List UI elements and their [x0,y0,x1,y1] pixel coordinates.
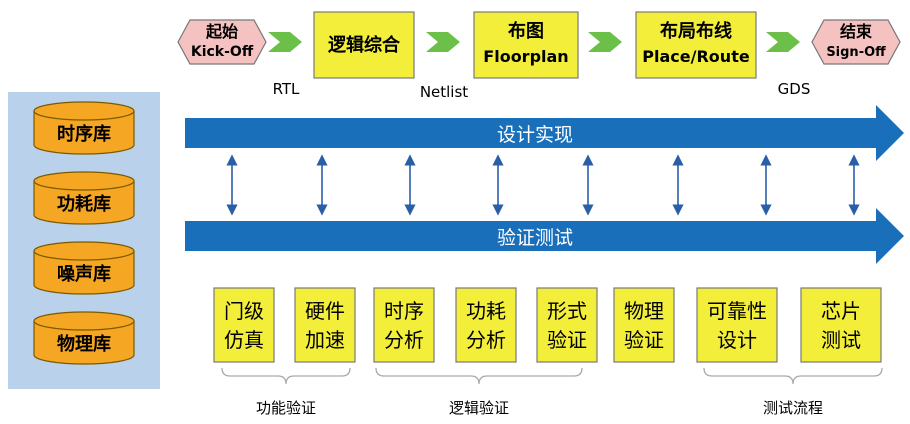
step-label-line2: 分析 [466,328,506,352]
bracket-functional [221,367,351,385]
start-label-cn: 起始 [205,22,238,41]
place-route-box: 布局布线 Place/Route [635,11,757,79]
floorplan-label-cn: 布图 [508,20,544,42]
flow-chevron [268,32,302,52]
verification-label: 验证测试 [497,227,573,249]
step-label-line1: 形式 [547,299,587,323]
library-cylinder: 功耗库 [33,171,135,225]
step-label-line2: 加速 [305,328,345,352]
floorplan-box: 布图 Floorplan [473,11,579,79]
library-label: 噪声库 [57,263,111,285]
end-node: 结束 Sign-Off [811,19,901,65]
step-label-line1: 门级 [224,299,264,323]
step-label-line1: 物理 [624,299,664,323]
library-label: 时序库 [57,123,111,145]
implementation-label: 设计实现 [497,124,573,146]
step-label-line1: 可靠性 [707,299,767,323]
floorplan-label-en: Floorplan [483,47,568,66]
flow-chevron [426,32,460,52]
step-label-line2: 验证 [624,328,664,352]
library-label: 物理库 [57,333,111,355]
library-cylinder: 噪声库 [33,241,135,295]
library-label: 功耗库 [57,193,111,215]
output-gds: GDS [778,80,811,98]
place-route-label-cn: 布局布线 [660,20,732,42]
library-cylinder: 物理库 [33,311,135,365]
group-logic-label: 逻辑验证 [449,399,509,417]
step-label-line1: 功耗 [466,299,506,323]
step-label-line2: 分析 [384,328,424,352]
implementation-bar: 设计实现 [185,105,904,161]
library-cylinder: 时序库 [33,101,135,155]
step-label-line1: 时序 [384,299,424,323]
step-label-line1: 硬件 [305,299,345,323]
flow-chevron [766,32,800,52]
step-label-line2: 测试 [821,328,861,352]
group-functional-label: 功能验证 [256,399,316,417]
end-label-cn: 结束 [839,22,873,41]
synthesis-box: 逻辑综合 [313,11,415,79]
group-brackets: 功能验证 逻辑验证 测试流程 [221,367,883,417]
link-arrows [226,154,860,216]
bracket-logic [375,367,583,385]
verification-bar: 验证测试 [185,208,904,264]
flow-row: 起始 Kick-Off 逻辑综合 布图 Floorplan 布局布线 Place… [177,11,901,101]
output-netlist: Netlist [420,83,468,101]
synthesis-label: 逻辑综合 [328,34,401,56]
step-label-line2: 设计 [717,328,757,352]
group-test-label: 测试流程 [763,399,823,417]
start-node: 起始 Kick-Off [177,19,267,65]
bracket-test [703,367,883,385]
end-label-en: Sign-Off [826,45,886,60]
step-label-line2: 仿真 [224,328,264,352]
place-route-label-en: Place/Route [642,47,750,66]
output-rtl: RTL [273,80,300,98]
step-label-line2: 验证 [547,328,587,352]
flow-chevron [588,32,622,52]
step-label-line1: 芯片 [821,299,861,323]
start-label-en: Kick-Off [191,44,254,60]
